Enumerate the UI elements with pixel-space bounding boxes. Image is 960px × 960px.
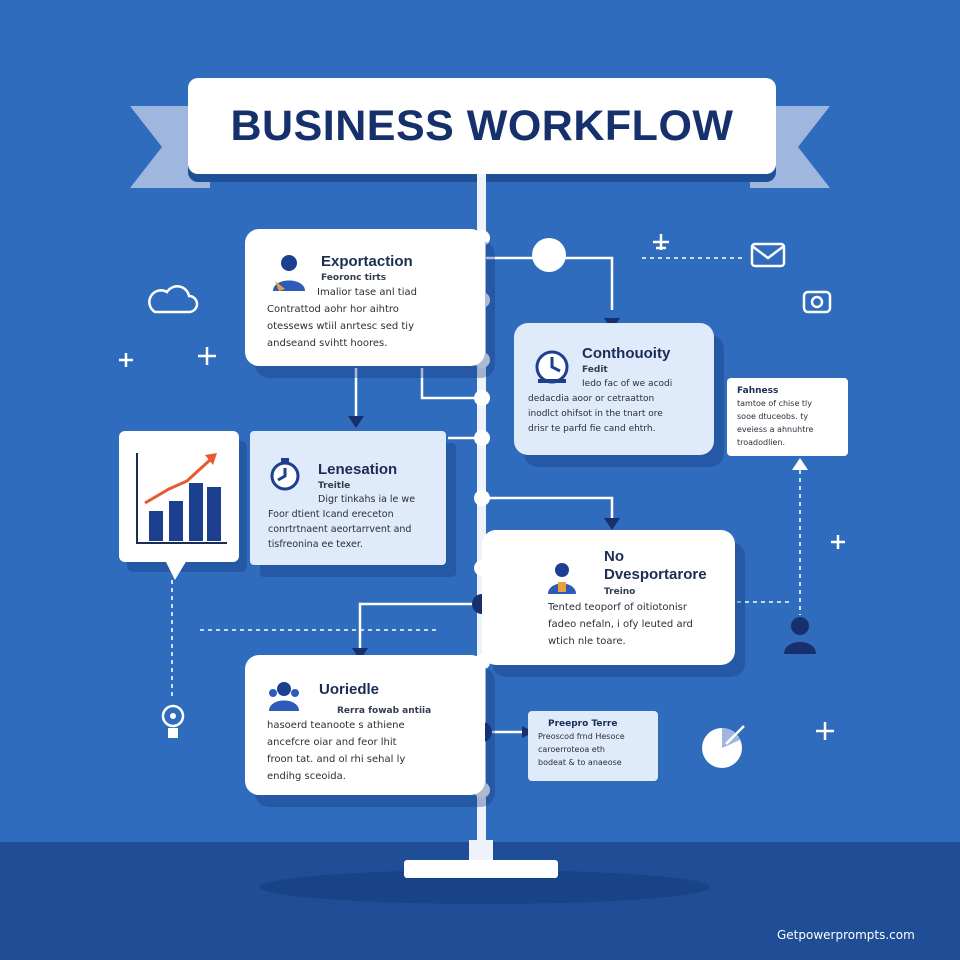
plus-icon (119, 353, 133, 367)
plus-icon (831, 535, 845, 549)
clock-icon (535, 350, 569, 384)
card-continuity: Conthouoity Fedit Iedo fac of we acodi d… (514, 323, 714, 455)
team-icon (269, 682, 299, 711)
note-fahness: Fahness tamtoe of chise tly sooe dtuceob… (727, 378, 848, 456)
card-subtitle: Treino (604, 587, 636, 597)
card-body-line: Contrattod aohr hor aihtro (267, 304, 399, 315)
plus-icon (816, 722, 834, 740)
card-body-line: hasoerd teanoote s athiene (267, 720, 405, 731)
note-body-line: eveiess a ahnuhtre (737, 425, 814, 434)
cloud-icon (148, 285, 199, 314)
card-subtitle: Fedit (582, 365, 608, 375)
chart-card (119, 431, 239, 562)
envelope-icon (750, 242, 786, 268)
card-body-line: tisfreonina ee texer. (268, 539, 363, 550)
title-banner: BUSINESS WORKFLOW (188, 78, 776, 174)
connector-line-2 (420, 368, 486, 400)
connector-circle (532, 238, 566, 272)
note-title: Preepro Terre (548, 719, 618, 729)
card-body-line: conrtrtnaent aeortarrvent and (268, 524, 412, 535)
card-body-line: fadeo nefaln, i ofy leuted ard (548, 619, 693, 630)
card-body-line: froon tat. and ol rhi sehal ly (267, 754, 406, 765)
bar-chart-icon (136, 453, 227, 544)
pole-node (474, 390, 490, 406)
note-body-line: bodeat & to anaeose (538, 758, 622, 767)
card-lenesation: Lenesation Treitle Digr tinkahs ia le we… (250, 431, 446, 565)
card-body-line: ancefcre oiar and feor lhit (267, 737, 397, 748)
note-preepro: Preepro Terre Preoscod frnd Hesoce caroe… (528, 711, 658, 781)
card-subtitle: Rerra fowab antiia (337, 706, 432, 716)
pole-node (474, 490, 490, 506)
card-title: Lenesation (318, 461, 398, 478)
card-body-line: Imalior tase anl tiad (317, 287, 417, 298)
card-dvesportarore: No Dvesportarore Treino Tented teoporf o… (482, 530, 735, 665)
card-body-line: dedacdia aoor or cetraatton (528, 394, 655, 404)
note-body-line: sooe dtuceobs. ty (737, 412, 809, 421)
dashed-arrowhead (792, 458, 808, 470)
card-body-line: Foor dtient Icand ereceton (268, 509, 394, 520)
user-icon (273, 255, 305, 291)
connector-line-1 (486, 256, 614, 310)
card-body-line: drisr te parfd fie cand ehtrh. (528, 424, 656, 434)
arrowhead-3 (604, 518, 620, 530)
card-body-line: Digr tinkahs ia le we (318, 494, 416, 505)
pole-base (404, 860, 558, 878)
user-icon (548, 563, 576, 594)
plus-icon (198, 347, 216, 365)
card-subtitle: Feoronc tirts (321, 273, 387, 283)
card-body-line: andseand svihtt hoores. (267, 338, 388, 349)
note-title: Fahness (737, 386, 779, 396)
camera-icon (802, 290, 832, 314)
stopwatch-icon (270, 458, 300, 491)
arrowhead-2 (348, 416, 364, 428)
card-title: No Dvesportarore (604, 548, 707, 583)
lightbulb-icon (161, 704, 185, 738)
page-title: BUSINESS WORKFLOW (230, 101, 734, 150)
note-body-line: Preoscod frnd Hesoce (538, 732, 625, 741)
note-body-line: caroerroteoa eth (538, 745, 605, 754)
card-title: Exportaction (321, 253, 413, 270)
card-exportation: Exportaction Feoronc tirts Imalior tase … (245, 229, 485, 366)
note-body-line: troadodlien. (737, 438, 786, 447)
card-subtitle: Treitle (318, 481, 351, 491)
card-body-line: inodlct ohifsot in the tnart ore (528, 409, 663, 419)
card-body-line: endihg sceoida. (267, 771, 346, 782)
card-title: Uoriedle (319, 681, 380, 698)
connector-line-5 (358, 602, 482, 650)
card-body-line: Iedo fac of we acodi (582, 379, 673, 389)
watermark: Getpowerprompts.com (777, 928, 915, 942)
note-body-line: tamtoe of chise tly (737, 399, 812, 408)
card-title: Conthouoity (582, 345, 671, 362)
card-body-line: otessews wtiil anrtesc sed tiy (267, 321, 414, 332)
connector-line-4 (486, 496, 614, 520)
card-body-line: Tented teoporf of oitiotonisr (548, 602, 687, 613)
pole-node (474, 430, 490, 446)
card-body-line: wtich nle toare. (548, 636, 626, 647)
pie-chart-icon (702, 725, 745, 768)
card-uoriedle: Uoriedle Rerra fowab antiia hasoerd tean… (245, 655, 485, 795)
central-pole (477, 174, 486, 848)
user-icon (784, 617, 816, 654)
arrowhead-4 (352, 648, 368, 660)
airplane-icon (653, 234, 669, 250)
